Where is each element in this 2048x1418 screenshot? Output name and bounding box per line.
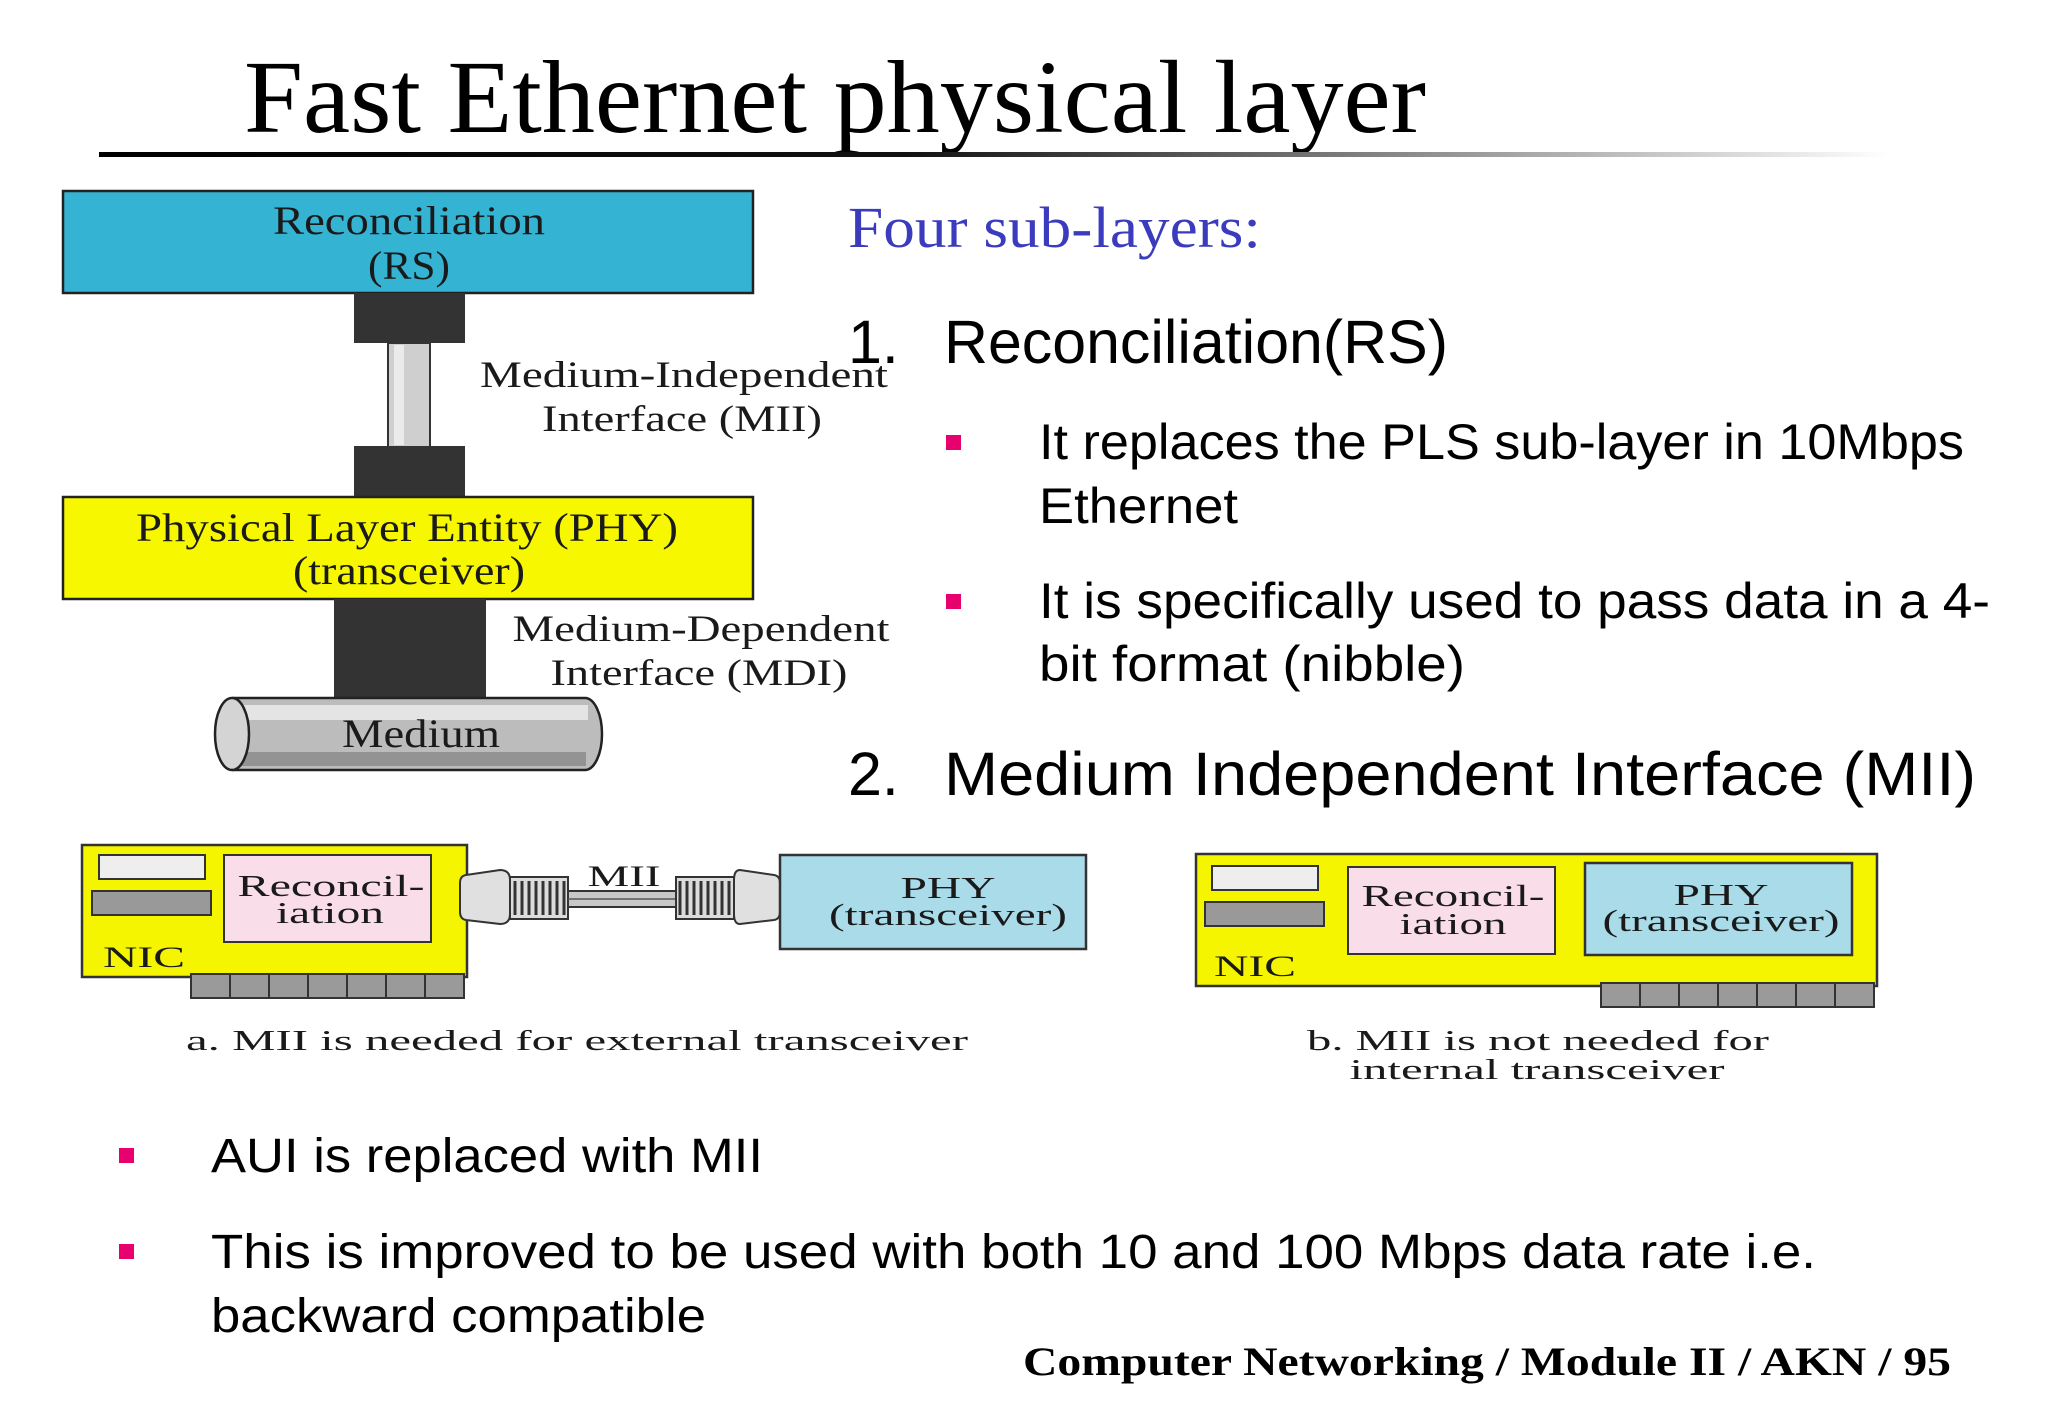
nic-edge-connector xyxy=(190,973,465,999)
square-bullet-icon xyxy=(119,1244,134,1259)
mii-connector-bottom xyxy=(354,446,465,497)
internal-phy-sublabel: (transceiver) xyxy=(1603,903,1840,938)
title-underline xyxy=(99,152,1889,157)
edge-contact xyxy=(1795,982,1836,1008)
sublayer-1-bullet-1-line-1: It replaces the PLS sub-layer in 10Mbps xyxy=(1039,414,1964,470)
edge-contact xyxy=(307,973,348,999)
diagram-caption-b-line1: b. MII is not needed for xyxy=(1307,1025,1770,1057)
mii-plug-left-pins xyxy=(513,881,566,915)
mii-plug-right-pins xyxy=(678,881,731,915)
edge-contact xyxy=(424,973,465,999)
edge-contact xyxy=(268,973,309,999)
slide-title: Fast Ethernet physical layer xyxy=(244,40,1426,155)
mdi-label-line2: Interface (MDI) xyxy=(551,653,848,694)
edge-contact xyxy=(1678,982,1719,1008)
edge-contact xyxy=(1639,982,1680,1008)
nic-label: NIC xyxy=(1214,950,1296,983)
edge-contact xyxy=(1717,982,1758,1008)
edge-contact xyxy=(385,973,426,999)
reconciliation-box-line2: iation xyxy=(1400,906,1508,941)
external-phy-label: PHY xyxy=(901,870,996,905)
nic-diagram-external: Reconcil- iation NIC xyxy=(80,843,1088,1057)
medium-label: Medium xyxy=(342,711,500,756)
note-1-line-1: AUI is replaced with MII xyxy=(211,1130,763,1183)
notes-section: AUI is replaced with MII This is improve… xyxy=(119,1130,1816,1343)
reconciliation-box-line2: iation xyxy=(276,895,385,930)
edge-contact xyxy=(229,973,270,999)
mii-cable: MII xyxy=(459,860,781,926)
medium-cylinder: Medium xyxy=(213,696,604,772)
nic-chip-dark xyxy=(1204,901,1325,927)
sublayers-section: Four sub-layers: 1. Reconciliation(RS) I… xyxy=(848,195,1990,808)
note-2-line-2: backward compatible xyxy=(211,1290,706,1343)
mii-connector-top xyxy=(354,293,465,343)
medium-cylinder-highlight xyxy=(236,705,588,720)
sublayer-1-number: 1. xyxy=(848,308,899,376)
mii-plug-left xyxy=(459,868,511,926)
square-bullet-icon xyxy=(946,594,961,609)
mii-label-line1: Medium-Independent xyxy=(480,355,889,396)
mdi-label-line1: Medium-Dependent xyxy=(513,609,891,650)
sublayer-1-bullet-1-line-2: Ethernet xyxy=(1039,478,1238,534)
nic-edge-connector xyxy=(1600,982,1875,1008)
phy-layer-box xyxy=(61,495,755,601)
mdi-connector xyxy=(334,599,486,703)
diagram-caption-b-line2: internal transceiver xyxy=(1350,1054,1726,1086)
reconciliation-layer-abbrev: (RS) xyxy=(368,243,450,288)
medium-cylinder-outline xyxy=(232,696,604,772)
square-bullet-icon xyxy=(119,1148,134,1163)
slide-footer: Computer Networking / Module II / AKN / … xyxy=(1023,1339,1951,1384)
note-2-line-1: This is improved to be used with both 10… xyxy=(211,1226,1816,1279)
external-phy-sublabel: (transceiver) xyxy=(829,897,1067,932)
sublayers-heading: Four sub-layers: xyxy=(848,195,1261,260)
nic-chip-light xyxy=(98,854,206,880)
layer-stack-diagram: Reconciliation (RS) Medium-Independent I… xyxy=(61,189,891,772)
mii-plug-left-body xyxy=(509,876,569,920)
nic-chip-dark xyxy=(91,890,212,916)
mii-cable-bar-highlight xyxy=(394,345,404,445)
edge-contact xyxy=(1600,982,1641,1008)
internal-phy-label: PHY xyxy=(1674,877,1769,912)
reconciliation-box-line1: Reconcil- xyxy=(238,868,425,903)
internal-phy-box xyxy=(1583,861,1854,957)
external-phy-box xyxy=(778,853,1088,951)
reconciliation-box xyxy=(223,854,432,943)
phy-layer-sublabel: (transceiver) xyxy=(293,548,525,593)
square-bullet-icon xyxy=(946,435,961,450)
edge-contact xyxy=(190,973,231,999)
medium-cylinder-shadow xyxy=(236,752,586,766)
sublayer-1-bullet-2-line-2: bit format (nibble) xyxy=(1039,636,1465,692)
edge-contact xyxy=(346,973,387,999)
reconciliation-box xyxy=(1347,866,1556,955)
phy-layer-label: Physical Layer Entity (PHY) xyxy=(136,505,678,550)
reconciliation-layer-label: Reconciliation xyxy=(273,198,545,243)
reconciliation-layer-box xyxy=(61,189,755,295)
sublayer-1-bullet-2-line-1: It is specifically used to pass data in … xyxy=(1039,573,1990,629)
nic-label: NIC xyxy=(103,941,185,974)
mii-plug-right xyxy=(733,868,781,926)
mii-plug-right-body xyxy=(675,876,735,920)
mii-cable-label: MII xyxy=(588,860,661,893)
sublayer-2-number: 2. xyxy=(848,740,899,808)
medium-cylinder-end xyxy=(213,696,251,772)
nic-diagram-internal: Reconcil- iation PHY (transceiver) NIC b… xyxy=(1194,852,1879,1086)
nic-chip-light xyxy=(1211,865,1319,891)
edge-contact xyxy=(1756,982,1797,1008)
sublayer-1-title: Reconciliation(RS) xyxy=(944,308,1448,376)
edge-contact xyxy=(1834,982,1875,1008)
reconciliation-box-line1: Reconcil- xyxy=(1362,878,1545,913)
mii-label-line2: Interface (MII) xyxy=(542,399,822,440)
sublayer-2-title: Medium Independent Interface (MII) xyxy=(944,740,1976,808)
diagram-caption-a: a. MII is needed for external transceive… xyxy=(186,1025,969,1057)
